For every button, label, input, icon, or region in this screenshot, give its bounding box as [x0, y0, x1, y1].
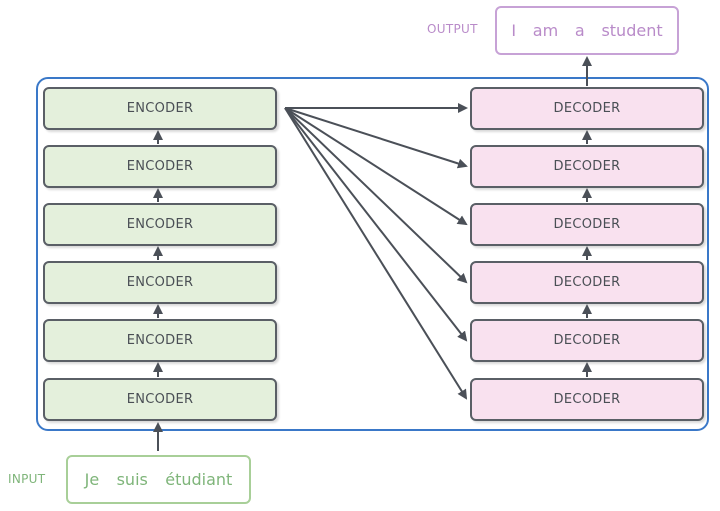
encoder-block: ENCODER — [43, 319, 277, 362]
encoder-block: ENCODER — [43, 87, 277, 130]
input-word: étudiant — [165, 470, 233, 489]
encoder-label: ENCODER — [126, 392, 194, 407]
encoder-label: ENCODER — [126, 275, 194, 290]
output-word: I — [511, 21, 517, 40]
output-word: student — [601, 21, 663, 40]
decoder-label: DECODER — [553, 217, 621, 232]
input-sentence-box: Je suis étudiant — [66, 455, 251, 504]
decoder-block: DECODER — [470, 378, 704, 421]
encoder-block: ENCODER — [43, 378, 277, 421]
transformer-container — [36, 77, 709, 431]
output-sentence-box: I am a student — [495, 6, 679, 55]
decoder-label: DECODER — [553, 101, 621, 116]
decoder-label: DECODER — [553, 392, 621, 407]
encoder-label: ENCODER — [126, 159, 194, 174]
output-word: am — [532, 21, 559, 40]
cross-attention-arrow — [284, 107, 468, 284]
cross-attention-arrow — [284, 107, 468, 400]
decoder-block: DECODER — [470, 203, 704, 246]
decoder-label: DECODER — [553, 159, 621, 174]
encoder-label: ENCODER — [126, 217, 194, 232]
output-label: OUTPUT — [427, 22, 478, 36]
decoder-block: DECODER — [470, 145, 704, 188]
decoder-label: DECODER — [553, 275, 621, 290]
input-word: Je — [84, 470, 100, 489]
encoder-label: ENCODER — [126, 333, 194, 348]
cross-attention-arrow — [284, 107, 468, 169]
input-label: INPUT — [8, 472, 46, 486]
encoder-label: ENCODER — [126, 101, 194, 116]
decoder-block: DECODER — [470, 87, 704, 130]
cross-attention-arrow — [284, 107, 468, 226]
cross-attention-arrow — [284, 107, 468, 342]
decoder-label: DECODER — [553, 333, 621, 348]
encoder-block: ENCODER — [43, 145, 277, 188]
decoder-block: DECODER — [470, 319, 704, 362]
decoder-block: DECODER — [470, 261, 704, 304]
output-word: a — [574, 21, 585, 40]
input-word: suis — [116, 470, 148, 489]
encoder-block: ENCODER — [43, 261, 277, 304]
encoder-block: ENCODER — [43, 203, 277, 246]
